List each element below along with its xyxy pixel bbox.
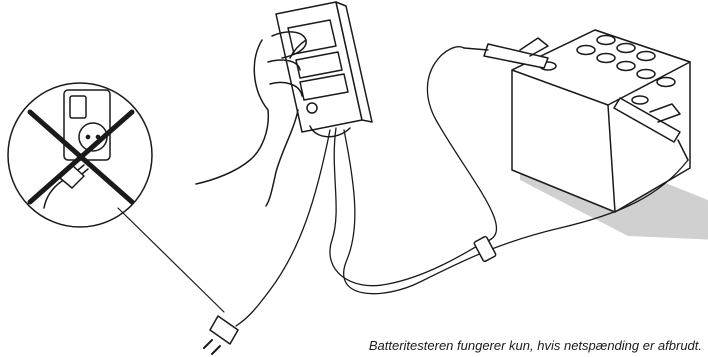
caption-text: Batteritesteren fungerer kun, hvis netsp…: [369, 338, 702, 353]
battery-tester-icon: [196, 2, 372, 206]
cable-fuse: [474, 236, 497, 262]
no-mains-power-icon: [8, 83, 224, 312]
power-plug-icon: [204, 316, 238, 354]
positive-clamp: [464, 38, 548, 68]
